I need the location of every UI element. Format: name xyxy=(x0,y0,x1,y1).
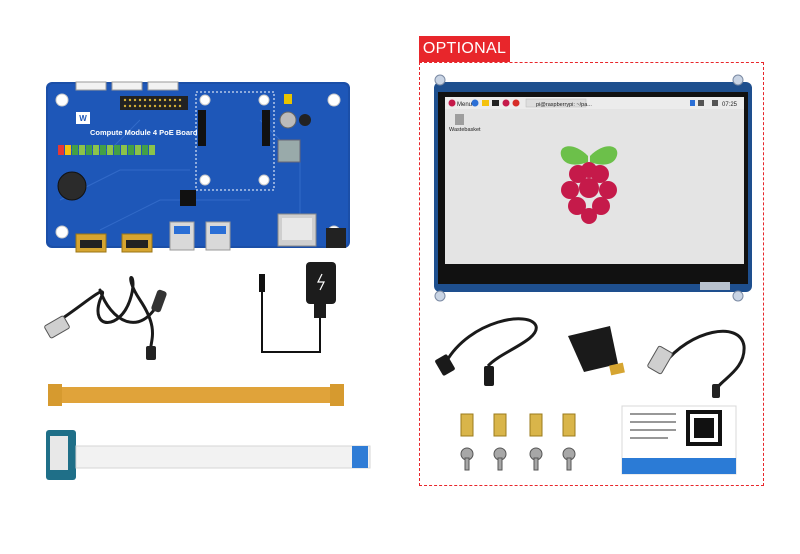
screws xyxy=(460,447,576,471)
camera-display-connectors xyxy=(75,81,179,91)
camera-adapter-cable xyxy=(46,430,371,480)
folder-icon xyxy=(482,100,489,106)
volume-icon xyxy=(712,100,718,106)
terminal-task-label: pi@raspberrypi: ~/pa... xyxy=(536,102,592,108)
hdmi-adapter xyxy=(568,326,625,376)
browser-icon xyxy=(471,99,479,107)
cm4-poe-board: W Compute Module 4 PoE Board xyxy=(46,81,350,253)
optional-accessories-frame xyxy=(419,62,764,486)
gpio-color-strip xyxy=(58,145,155,155)
network-icon xyxy=(698,100,704,106)
menu-label: Menu xyxy=(457,102,472,108)
rtc-battery-holder xyxy=(57,171,87,201)
bluetooth-icon xyxy=(690,100,695,106)
wastebasket-icon xyxy=(455,114,464,125)
svg-text:W: W xyxy=(79,114,87,123)
hdmi-lcd-display: Menu pi@raspberrypi: ~/pa... 07:25 Waste… xyxy=(434,74,752,302)
raspberry-app-icon xyxy=(502,99,510,107)
instruction-card xyxy=(621,405,737,475)
usb-port-1 xyxy=(205,221,231,251)
usb-micro-cable xyxy=(58,276,162,357)
hdmi-port-0 xyxy=(75,233,107,253)
raspberry-pi-logo xyxy=(560,146,618,224)
wolfram-icon xyxy=(512,99,520,107)
fpc-ribbon-cable xyxy=(48,384,344,406)
waveshare-logo: W xyxy=(76,112,90,124)
clock-readout: 07:25 xyxy=(722,102,738,108)
hdmi-cable xyxy=(435,317,538,386)
terminal-icon xyxy=(492,100,499,106)
power-adapter xyxy=(259,262,336,353)
copper-standoffs xyxy=(460,413,576,437)
gpio-header xyxy=(120,96,188,110)
usb-port-0 xyxy=(169,221,195,251)
wastebasket-label: Wastebasket xyxy=(449,127,481,133)
hdmi-port-1 xyxy=(121,233,153,253)
usb-cable-optional xyxy=(647,329,746,398)
desktop-taskbar xyxy=(445,97,744,109)
board-title: Compute Module 4 PoE Board xyxy=(90,128,198,137)
optional-label: OPTIONAL xyxy=(419,36,510,62)
